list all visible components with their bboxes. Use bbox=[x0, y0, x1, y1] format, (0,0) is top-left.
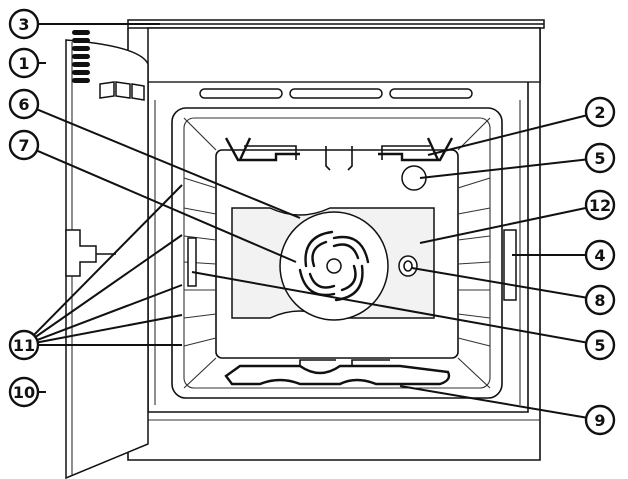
callout-ring bbox=[584, 404, 616, 436]
callout-label: 7 bbox=[18, 136, 29, 155]
fan-hub bbox=[326, 258, 342, 274]
callout-ring bbox=[8, 88, 40, 120]
callout-label: 4 bbox=[594, 246, 605, 265]
callout-ring bbox=[8, 376, 40, 408]
temperature-sensor bbox=[398, 255, 418, 277]
shelf-rails-left bbox=[183, 177, 217, 347]
leader-c6 bbox=[36, 108, 301, 219]
callout-c6: 6 bbox=[8, 88, 40, 120]
leader-c12 bbox=[419, 206, 587, 244]
leader-c5a bbox=[419, 158, 587, 179]
callout-c7: 7 bbox=[8, 129, 40, 161]
callout-ring bbox=[8, 8, 40, 40]
callout-c8: 8 bbox=[584, 284, 616, 316]
leader-lines bbox=[33, 23, 587, 419]
top-grill-element bbox=[224, 137, 454, 171]
callout-ring bbox=[8, 47, 40, 79]
leader-shelf-1 bbox=[33, 184, 183, 336]
top-panel bbox=[147, 27, 541, 83]
callout-c10: 10 bbox=[8, 376, 40, 408]
callout-label: 6 bbox=[18, 95, 29, 114]
callout-ring bbox=[584, 284, 616, 316]
callout-label: 1 bbox=[18, 54, 29, 73]
callout-label: 8 bbox=[594, 291, 605, 310]
callout-c11: 11 bbox=[8, 329, 40, 361]
door-hinge bbox=[65, 229, 97, 277]
cavity-back-wall bbox=[215, 149, 459, 359]
leader-c7 bbox=[36, 149, 297, 263]
leader-c8 bbox=[411, 267, 587, 299]
callout-ring bbox=[584, 189, 616, 221]
callout-ring bbox=[584, 142, 616, 174]
right-shelf-guide bbox=[503, 229, 517, 301]
callout-c5a: 5 bbox=[584, 142, 616, 174]
callout-label: 12 bbox=[589, 196, 611, 215]
callout-c4: 4 bbox=[584, 239, 616, 271]
leader-c9 bbox=[399, 385, 587, 419]
door-vent bbox=[72, 30, 90, 83]
callout-ring bbox=[584, 96, 616, 128]
leader-shelf-2 bbox=[34, 234, 183, 338]
cavity-front-frame bbox=[171, 107, 503, 399]
callout-ring bbox=[8, 129, 40, 161]
leader-c2 bbox=[427, 114, 587, 156]
top-slot-middle bbox=[289, 88, 383, 99]
callout-label: 11 bbox=[13, 336, 35, 355]
callout-ring bbox=[584, 239, 616, 271]
callout-c3: 3 bbox=[8, 8, 40, 40]
top-slot-right bbox=[389, 88, 473, 99]
cavity-inner-frame bbox=[183, 117, 491, 389]
bottom-heating-element bbox=[224, 359, 451, 386]
callout-c5b: 5 bbox=[584, 329, 616, 361]
door-controls bbox=[99, 81, 145, 101]
callout-label: 9 bbox=[594, 411, 605, 430]
callout-label: 5 bbox=[594, 336, 605, 355]
callout-c9: 9 bbox=[584, 404, 616, 436]
callout-c12: 12 bbox=[584, 189, 616, 221]
callout-ring bbox=[584, 329, 616, 361]
oven-body bbox=[127, 19, 545, 461]
leader-c5b bbox=[191, 271, 587, 344]
callout-ring bbox=[8, 329, 40, 361]
callout-c1: 1 bbox=[8, 47, 40, 79]
oven-door bbox=[65, 30, 149, 479]
callout-c2: 2 bbox=[584, 96, 616, 128]
top-slot-left bbox=[199, 88, 283, 99]
shelf-rails-right bbox=[457, 177, 491, 347]
callout-label: 2 bbox=[594, 103, 605, 122]
leader-shelf-3 bbox=[36, 284, 183, 341]
leader-shelf-4 bbox=[37, 314, 183, 344]
side-lamp bbox=[187, 237, 197, 287]
callout-label: 10 bbox=[13, 383, 35, 402]
callout-label: 3 bbox=[18, 15, 29, 34]
callout-label: 5 bbox=[594, 149, 605, 168]
